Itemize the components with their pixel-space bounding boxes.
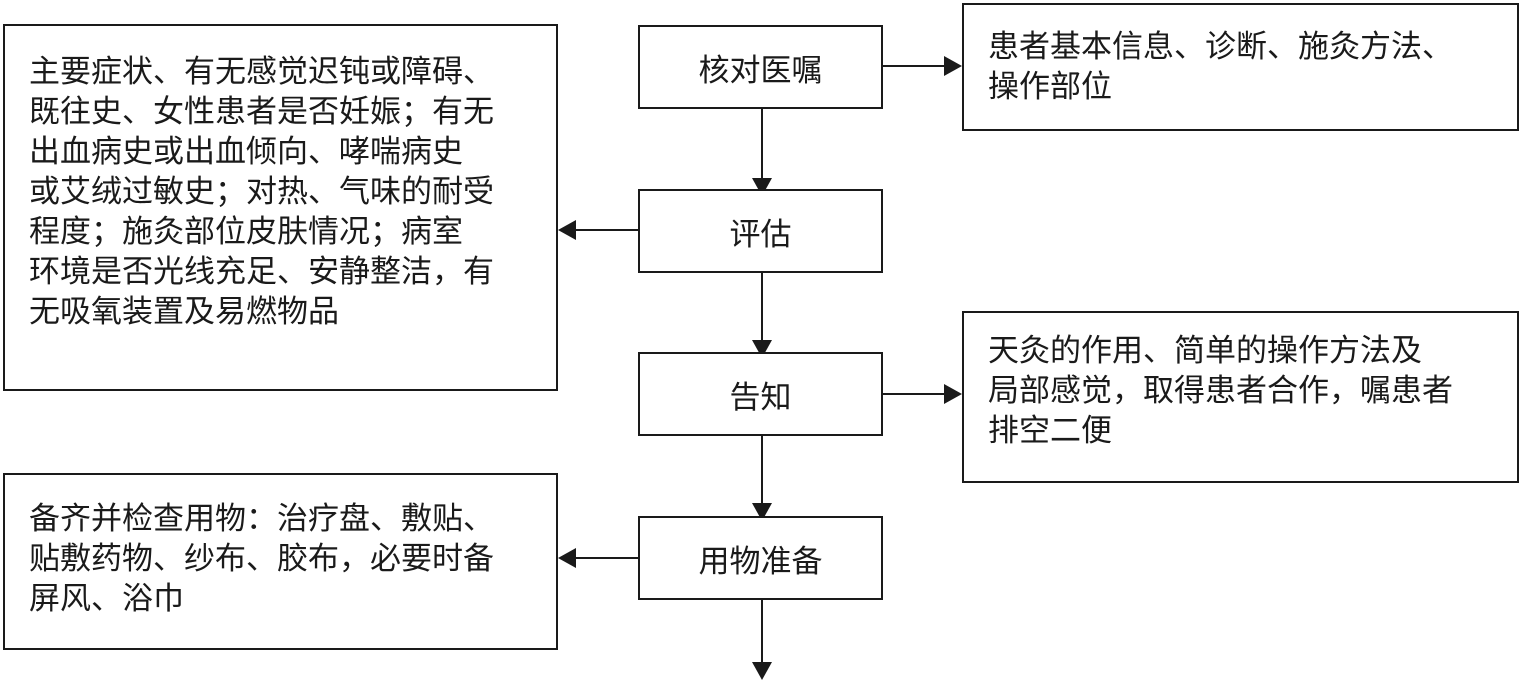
note-line: 主要症状、有无感觉迟钝或障碍、 [29, 54, 494, 90]
note-line: 贴敷药物、纱布、胶布，必要时备 [29, 541, 494, 577]
step-assess: 评估 [638, 189, 883, 273]
note-line: 无吸氧装置及易燃物品 [29, 294, 339, 330]
note-line: 或艾绒过敏史；对热、气味的耐受 [29, 174, 494, 210]
note-line: 屏风、浴巾 [29, 581, 184, 617]
arrowhead-down [752, 662, 772, 680]
note-line: 患者基本信息、诊断、施灸方法、 [988, 29, 1453, 65]
arrowhead-left [558, 220, 576, 240]
arrowhead-down [752, 503, 772, 521]
step-verify-orders: 核对医嘱 [638, 25, 883, 109]
step-prepare-supplies: 用物准备 [638, 516, 883, 600]
arrowhead-down [752, 178, 772, 196]
note-line: 操作部位 [988, 69, 1112, 105]
note-line: 既往史、女性患者是否妊娠；有无 [29, 94, 494, 130]
note-inform-details: 天灸的作用、简单的操作方法及 局部感觉，取得患者合作，嘱患者 排空二便 [962, 311, 1519, 483]
arrowhead-down [752, 340, 772, 358]
note-prepare-details: 备齐并检查用物：治疗盘、敷贴、 贴敷药物、纱布、胶布，必要时备 屏风、浴巾 [3, 473, 558, 650]
note-line: 备齐并检查用物：治疗盘、敷贴、 [29, 501, 494, 537]
note-line: 排空二便 [988, 413, 1112, 449]
step-label: 评估 [729, 216, 792, 253]
step-label: 核对医嘱 [698, 52, 823, 89]
step-label: 用物准备 [698, 543, 823, 580]
note-line: 程度；施灸部位皮肤情况；病室 [29, 214, 463, 250]
note-assess-details: 主要症状、有无感觉迟钝或障碍、 既往史、女性患者是否妊娠；有无 出血病史或出血倾… [3, 24, 558, 391]
note-line: 出血病史或出血倾向、哮喘病史 [29, 134, 463, 170]
arrowhead-right [944, 384, 962, 404]
step-inform: 告知 [638, 352, 883, 436]
note-line: 局部感觉，取得患者合作，嘱患者 [988, 373, 1453, 409]
arrowhead-right [944, 56, 962, 76]
arrowhead-left [558, 548, 576, 568]
note-verify-details: 患者基本信息、诊断、施灸方法、 操作部位 [962, 3, 1519, 131]
step-label: 告知 [729, 379, 792, 416]
note-line: 天灸的作用、简单的操作方法及 [988, 333, 1422, 369]
note-line: 环境是否光线充足、安静整洁，有 [29, 254, 494, 290]
